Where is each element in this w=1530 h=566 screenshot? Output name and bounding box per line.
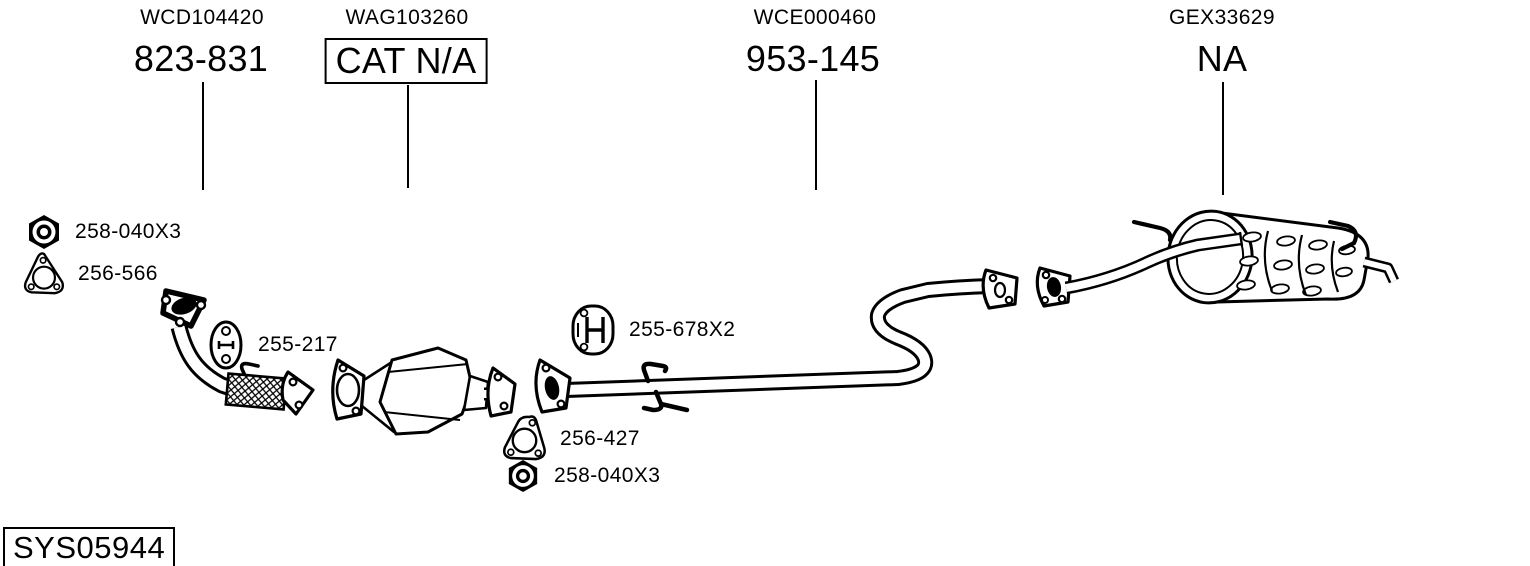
rear-muffler-drawing <box>1035 209 1399 308</box>
section-part-rear-muffler: NA <box>1196 38 1248 79</box>
section-code-rear-muffler: GEX33629 <box>1169 6 1275 29</box>
fitting-part-number: 255-217 <box>258 333 338 356</box>
fitting-part-number: 255-678X2 <box>629 318 736 341</box>
fitting-row: 256-427 <box>502 415 640 462</box>
section-part-catalyst: CAT N/A <box>324 38 488 85</box>
fitting-part-number: 258-040X3 <box>75 220 182 243</box>
section-code-middle-pipe: WCE000460 <box>753 6 877 29</box>
gasket-icon <box>502 415 547 462</box>
leader-line-catalyst <box>407 85 409 188</box>
leader-line-front-pipe <box>202 82 204 190</box>
section-code-front-pipe: WCD104420 <box>140 6 264 29</box>
gasket-icon <box>23 251 65 297</box>
system-code-box: SYS05944 <box>3 527 176 566</box>
fitting-part-number: 256-566 <box>78 262 158 285</box>
rubber-hanger-icon <box>207 320 245 370</box>
section-code-catalyst: WAG103260 <box>345 6 469 29</box>
section-part-middle-pipe: 953-145 <box>745 38 881 79</box>
leader-line-rear-muffler <box>1222 82 1224 195</box>
fitting-part-number: 256-427 <box>560 426 640 450</box>
rubber-hanger-h-icon <box>570 303 616 357</box>
leader-line-middle-pipe <box>815 80 817 190</box>
fitting-row: 256-566 <box>23 251 158 297</box>
section-part-front-pipe: 823-831 <box>133 38 269 79</box>
middle-pipe-drawing <box>534 268 1019 414</box>
front-pipe-drawing <box>160 288 315 416</box>
fitting-row: 258-040X3 <box>26 214 181 250</box>
nut-icon <box>505 459 541 493</box>
nut-icon <box>26 214 62 250</box>
catalytic-converter-drawing <box>331 346 517 436</box>
fitting-part-number: 258-040X3 <box>554 464 661 487</box>
system-code: SYS05944 <box>3 527 176 566</box>
fitting-row: 255-678X2 <box>570 303 735 357</box>
fitting-row: 258-040X3 <box>505 459 660 493</box>
fitting-row: 255-217 <box>207 320 338 370</box>
